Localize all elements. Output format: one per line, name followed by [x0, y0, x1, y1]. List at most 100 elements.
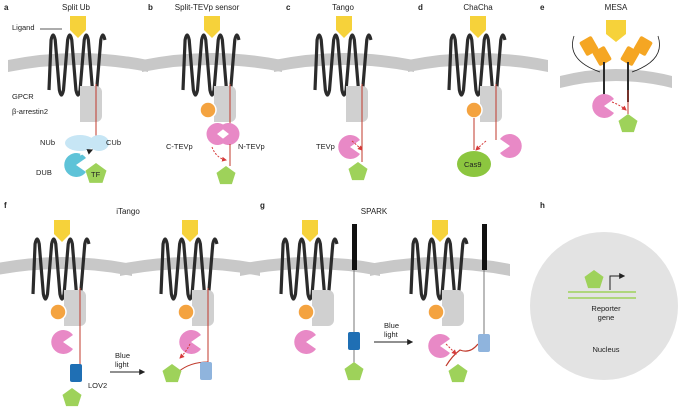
blue-light-line2: light: [115, 360, 130, 369]
tevp-label: TEVp: [316, 142, 335, 151]
panel-letter: f: [4, 201, 7, 210]
lov2-shape-light: [200, 362, 212, 380]
tevp-shape: [179, 330, 201, 354]
tevp-shape: [428, 334, 450, 359]
spark-tm-anchor: [482, 224, 487, 270]
membrane: [120, 257, 260, 276]
ligand-tip: [432, 234, 448, 242]
membrane: [142, 53, 282, 72]
transcription-start-arrow: [609, 273, 626, 290]
arrestin-ball: [199, 101, 217, 119]
panel-title: Split Ub: [62, 3, 91, 12]
c-tevp-shape: [206, 123, 226, 145]
panel-letter: c: [286, 3, 291, 12]
open-linker: [445, 343, 479, 367]
arrestin-shape: [192, 290, 214, 326]
arrestin-shape: [80, 86, 102, 122]
panel-title: SPARK: [361, 207, 388, 216]
dub-label: DUB: [36, 168, 52, 177]
panel-letter: d: [418, 3, 423, 12]
membrane: [370, 257, 510, 276]
ligand-tip: [54, 234, 70, 242]
tf-label: TF: [91, 170, 101, 179]
gpcr-label: GPCR: [12, 92, 34, 101]
cleave-arrow: [445, 343, 457, 355]
membrane-receptor: [274, 16, 414, 97]
panel-title: iTango: [116, 207, 140, 216]
arrestin-shape: [442, 290, 464, 326]
cleave-arrow: [351, 140, 363, 151]
tf-shape: [344, 362, 364, 381]
arrestin-shape: [480, 86, 502, 122]
lov2-shape-light: [478, 334, 490, 352]
nub-label: NUb: [40, 138, 55, 147]
tevp-shape: [338, 135, 360, 159]
mesa-chain-left-top: [579, 36, 599, 56]
ligand-shape: [302, 220, 318, 234]
cleave-arrow: [211, 146, 227, 162]
cas9-shape: [457, 151, 491, 177]
arrestin-label: β-arrestin2: [12, 107, 48, 116]
panel-f: f iTango LOV2 Blue light: [0, 201, 260, 407]
tf-shape: [162, 364, 182, 383]
ligand-shape: [336, 16, 352, 30]
ligand-shape: [432, 220, 448, 234]
panel-a: a Split Ub Ligand GPCR β-arrestin2 NUb C…: [4, 3, 148, 183]
nub-shape: [65, 135, 95, 151]
arrestin-shape: [312, 290, 334, 326]
mesa-chain-right-top: [633, 36, 653, 56]
panel-letter: e: [540, 3, 545, 12]
ligand-shape: [204, 16, 220, 30]
panel-c: c Tango TEVp: [274, 3, 414, 181]
tf-shape: [584, 270, 604, 289]
membrane-receptor-right: [120, 220, 260, 301]
tf-shape: [448, 364, 468, 383]
tevp-shape: [51, 330, 73, 354]
membrane: [560, 69, 672, 88]
panel-title: ChaCha: [463, 3, 493, 12]
ligand-tip: [302, 234, 318, 242]
reporter-line2: gene: [598, 313, 615, 322]
panel-letter: a: [4, 3, 9, 12]
ligand-shape: [182, 220, 198, 234]
arrestin-shape: [346, 86, 368, 122]
cleave-arrow: [475, 140, 487, 151]
n-tevp-label: N-TEVp: [238, 142, 265, 151]
blue-light-line2: light: [384, 330, 399, 339]
panel-title: Tango: [332, 3, 354, 12]
n-tevp-shape: [220, 123, 240, 145]
arrestin-ball: [427, 303, 445, 321]
arrestin-ball: [297, 303, 315, 321]
panel-h: h Reporter gene Nucleus: [530, 201, 678, 380]
panel-d: d ChaCha Cas9: [408, 3, 548, 177]
membrane-receptor: [142, 16, 282, 97]
tf-shape: [618, 114, 638, 133]
cleave-arrow: [79, 149, 94, 156]
membrane-receptor-right: [370, 220, 510, 301]
arrestin-shape: [214, 86, 236, 122]
ligand-tip: [204, 30, 220, 38]
ligand-tip: [70, 30, 86, 38]
cub-shape: [89, 135, 109, 151]
tevp-shape: [294, 330, 316, 354]
panel-g: g SPARK Blue light: [240, 201, 510, 383]
arrestin-ball: [49, 303, 67, 321]
ligand-shape: [54, 220, 70, 234]
cleave-arrow: [611, 101, 627, 111]
tevp-shape: [500, 134, 522, 158]
tf-shape: [62, 388, 82, 407]
panel-letter: g: [260, 201, 265, 210]
ligand-shape: [606, 20, 626, 34]
ligand-shape: [470, 16, 486, 30]
arrestin-shape: [64, 290, 86, 326]
lov2-shape-dark: [70, 364, 82, 382]
panel-letter: h: [540, 201, 545, 210]
lov2-shape-dark: [348, 332, 360, 350]
blue-light-line1: Blue: [384, 321, 399, 330]
linker-left: [572, 35, 601, 73]
membrane-receptor-left: [0, 220, 132, 301]
ligand-label: Ligand: [12, 23, 35, 32]
tf-shape: [348, 162, 368, 181]
